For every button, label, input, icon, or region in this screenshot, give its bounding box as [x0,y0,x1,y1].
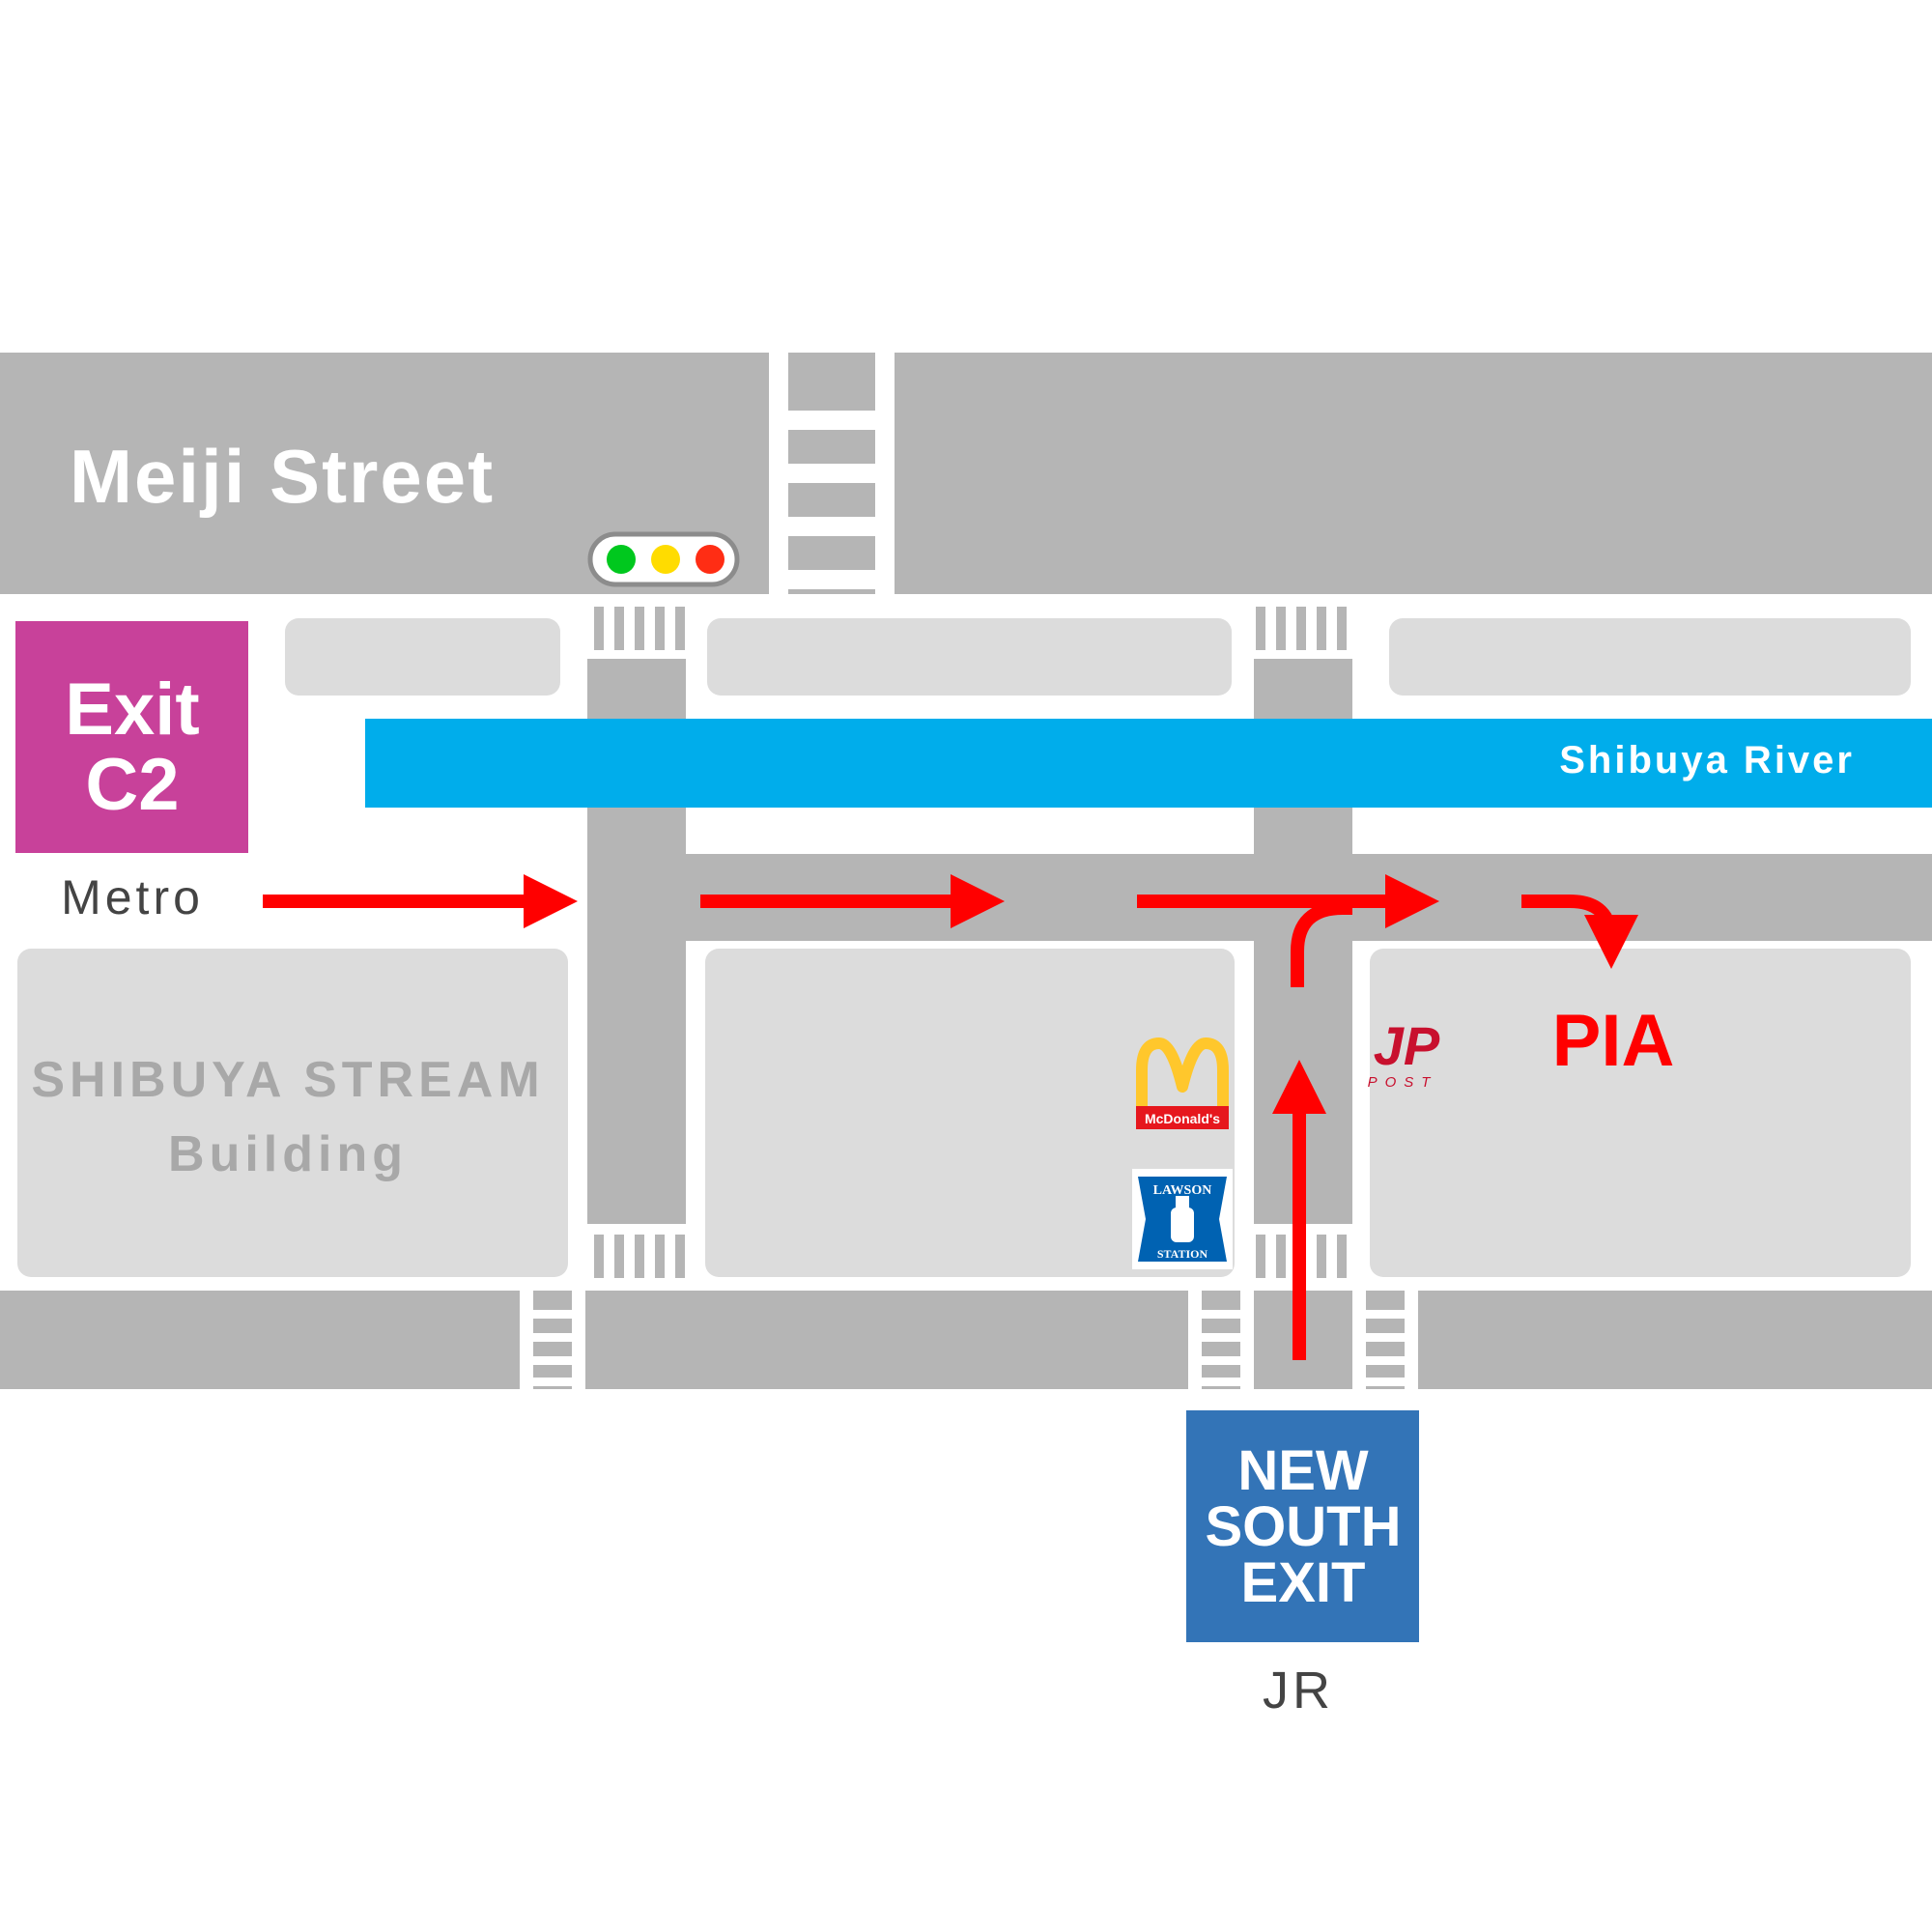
shibuya-stream-building [17,949,568,1277]
route-arrow-to-pia [1521,895,1638,969]
post-sub: POST [1368,1074,1438,1091]
block-middle [705,949,1235,1277]
yellow-light [651,545,680,574]
mcdonalds-name: McDonald's [1145,1111,1220,1126]
crosswalk-meiji [769,353,895,594]
block-top-3 [1389,618,1911,696]
lawson-line1: LAWSON [1153,1183,1212,1198]
green-light [607,545,636,574]
route-arrow-turn [1291,901,1352,987]
lawson-logo-icon: LAWSON STATION [1132,1169,1233,1269]
metro-exit-box [15,621,248,853]
post-mark: JP [1374,1015,1440,1076]
japan-post-logo-icon: JP POST [1368,1015,1440,1091]
stream-building-line2: Building [168,1126,408,1182]
meiji-street-label: Meiji Street [70,434,495,519]
crosswalk-south-3 [1352,1291,1418,1389]
red-light [696,545,724,574]
jr-exit-line3: EXIT [1241,1551,1366,1614]
crosswalk-top-left [594,607,685,650]
jr-sublabel: JR [1263,1662,1334,1719]
pia-block [1370,949,1911,1277]
destination-label: PIA [1552,1000,1675,1082]
block-top-2 [707,618,1232,696]
lawson-line2: STATION [1157,1247,1208,1261]
shibuya-river [365,719,1932,808]
metro-exit-line1: Exit [65,668,199,751]
crosswalk-south-2 [1188,1291,1254,1389]
crosswalk-south-1 [520,1291,585,1389]
metro-exit-line2: C2 [85,744,179,826]
crosswalk-bottom-left [594,1235,685,1278]
block-top-1 [285,618,560,696]
stream-building-line1: SHIBUYA STREAM [31,1052,544,1108]
river-label: Shibuya River [1559,739,1855,781]
jr-exit-line2: SOUTH [1206,1495,1402,1558]
south-road [0,1291,1932,1389]
route [263,874,1638,1360]
jr-exit-line1: NEW [1237,1439,1369,1502]
jr-exit-box [1186,1410,1419,1642]
meiji-street-road [0,353,1932,594]
metro-sublabel: Metro [61,870,204,924]
mcdonalds-logo-icon: McDonald's [1136,1037,1229,1129]
crosswalk-top-right [1256,607,1347,650]
traffic-light-icon [587,531,740,587]
